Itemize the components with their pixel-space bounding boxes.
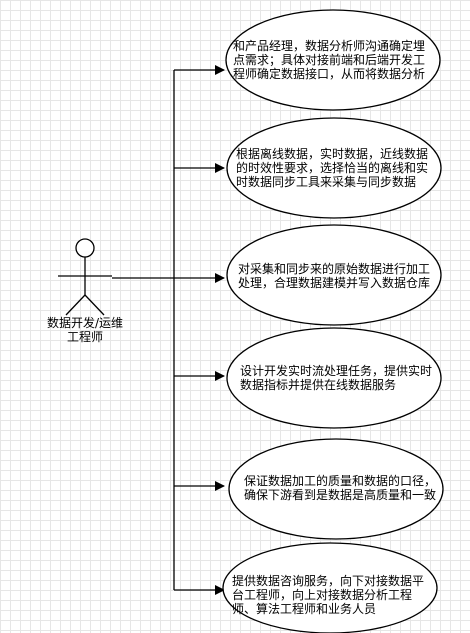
actor-label: 数据开发/运维 工程师: [46, 316, 124, 344]
use-case-3-text: 对采集和同步来的原始数据进行加工处理，合理数据建模并写入数据仓库: [238, 262, 431, 290]
actor-left-leg: [65, 294, 86, 316]
arrows: [174, 65, 225, 595]
use-case-2-text: 根据离线数据，实时数据，近线数据的时效性要求，选择恰当的离线和实时数据同步工具来…: [236, 147, 429, 189]
use-case-2-ellipse: [226, 117, 442, 219]
use-case-1-ellipse: [225, 9, 441, 111]
use-case-4-text: 设计开发实时流处理任务，提供实时数据指标并提供在线数据服务: [240, 364, 433, 392]
use-case-4-ellipse: [226, 327, 442, 429]
use-case-5-text: 保证数据加工的质量和数据的口径，确保下游看到是数据是高质量和一致: [244, 474, 437, 502]
actor-right-leg: [84, 294, 105, 316]
actor-figure: [58, 238, 112, 316]
use-case-3-ellipse: [226, 224, 442, 326]
use-case-1-text: 和产品经理，数据分析师沟通确定埋点需求；具体对接前端和后端开发工程师确定数据接口…: [233, 39, 426, 81]
use-case-6-ellipse: [222, 542, 438, 633]
use-case-5-ellipse: [228, 438, 444, 540]
actor-head: [75, 238, 95, 258]
use-case-6-text: 提供数据咨询服务，向下对接数据平台工程师，向上对接数据分析工程师、算法工程师和业…: [232, 574, 425, 616]
use-case-ellipses: [222, 9, 444, 633]
